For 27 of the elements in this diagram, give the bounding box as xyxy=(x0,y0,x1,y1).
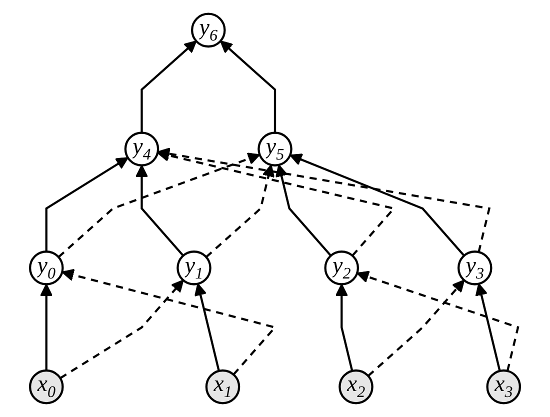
arrow xyxy=(140,40,197,133)
arrow xyxy=(45,157,128,252)
arrow xyxy=(356,270,520,372)
arrow xyxy=(220,40,276,133)
node-circle: y$_{1}$ xyxy=(176,250,212,286)
arrow xyxy=(40,284,53,370)
node-circle: y$_{6}$ xyxy=(190,12,226,48)
arrow xyxy=(335,284,354,372)
node-circle: y$_{4}$ xyxy=(124,132,160,166)
node-circle: x$_{3}$ xyxy=(486,369,522,404)
arrow xyxy=(205,164,275,258)
arrow xyxy=(135,164,184,256)
arrow xyxy=(290,154,465,256)
node-circle: x$_{0}$ xyxy=(28,369,64,404)
arrow xyxy=(60,280,184,380)
node-circle: y$_{2}$ xyxy=(324,250,360,286)
arrow xyxy=(194,283,220,372)
arrow xyxy=(58,152,260,258)
node-circle: y$_{5}$ xyxy=(258,132,292,166)
arrow xyxy=(275,164,332,256)
node-circle: x$_{2}$ xyxy=(338,369,374,404)
node-circle: x$_{1}$ xyxy=(205,369,240,404)
arrow xyxy=(367,280,465,377)
arrow xyxy=(475,283,501,372)
node-circle: y$_{3}$ xyxy=(458,250,492,286)
arrow xyxy=(157,148,491,252)
node-circle: y$_{0}$ xyxy=(28,250,64,286)
